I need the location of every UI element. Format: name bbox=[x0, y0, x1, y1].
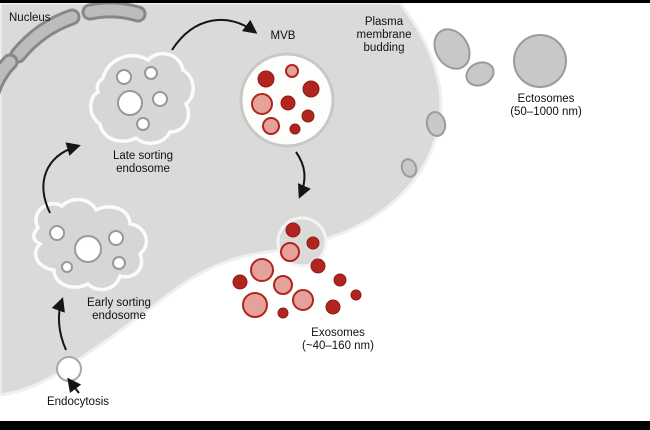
nucleus-label-text: Nucleus bbox=[9, 12, 51, 24]
intraluminal-vesicle bbox=[289, 123, 301, 135]
plasma-label-line1: Plasma bbox=[364, 16, 404, 28]
arrow-mvb-to-release-site bbox=[295, 151, 311, 199]
exosomes-label-line2: (~40–160 nm) bbox=[302, 340, 374, 352]
nuclear-envelope bbox=[0, 1, 147, 95]
late-sorting-endosome bbox=[89, 51, 195, 145]
endocytosis-label-text: Endocytosis bbox=[46, 396, 110, 408]
intraluminal-vesicle bbox=[257, 70, 275, 88]
exosome-vesicle bbox=[350, 289, 362, 301]
plasma-label-line3: budding bbox=[363, 42, 405, 54]
early-endosome-label-line2: endosome bbox=[92, 310, 146, 322]
endosome-vesicle bbox=[49, 225, 65, 241]
exosome-vesicle bbox=[273, 275, 293, 295]
endosome-vesicle bbox=[136, 117, 150, 131]
plasma-membrane-budding-label: Plasma membrane budding bbox=[357, 16, 412, 55]
early-sorting-endosome bbox=[32, 197, 149, 292]
ectosomes-label-line1: Ectosomes bbox=[517, 93, 575, 105]
flow-arrows bbox=[42, 18, 311, 394]
exosome-vesicle bbox=[333, 273, 347, 287]
intraluminal-vesicle bbox=[251, 93, 273, 115]
exosome-vesicle bbox=[292, 289, 314, 311]
arrow-early-to-late-endosome bbox=[42, 142, 81, 214]
exosome-vesicle bbox=[232, 274, 248, 290]
membrane-bud bbox=[425, 111, 447, 137]
bottom-frame-bar bbox=[0, 421, 650, 430]
cell-body bbox=[0, 1, 443, 397]
plasma-membrane-buds bbox=[400, 28, 495, 178]
exosome-cluster bbox=[232, 222, 362, 319]
mvb-label: MVB bbox=[271, 30, 296, 43]
intraluminal-vesicle bbox=[302, 80, 320, 98]
late-endosome-label-line2: endosome bbox=[116, 163, 170, 175]
late-endosome-label: Late sorting endosome bbox=[113, 150, 173, 176]
membrane-bud bbox=[465, 61, 495, 87]
exosome-vesicle bbox=[310, 258, 326, 274]
endosome-vesicle bbox=[61, 261, 73, 273]
exosome-vesicle bbox=[277, 307, 289, 319]
exosome-vesicle bbox=[325, 299, 341, 315]
ectosomes-label-line2: (50–1000 nm) bbox=[510, 106, 582, 118]
exosome-vesicle bbox=[242, 292, 268, 318]
intraluminal-vesicle bbox=[262, 117, 280, 135]
exosome-vesicle bbox=[280, 242, 300, 262]
membrane-bud bbox=[433, 28, 471, 70]
arrow-endocytosis-label-pointer bbox=[67, 377, 82, 394]
intraluminal-vesicle bbox=[285, 64, 299, 78]
arrow-late-endosome-to-mvb bbox=[171, 18, 258, 51]
mvb-label-text: MVB bbox=[270, 30, 296, 42]
endosome-vesicle bbox=[74, 235, 102, 263]
ectosomes-label: Ectosomes (50–1000 nm) bbox=[510, 93, 582, 119]
nucleus-label: Nucleus bbox=[9, 12, 51, 25]
plasma-label-line2: membrane bbox=[356, 29, 412, 41]
ectosome-vesicle bbox=[513, 34, 567, 88]
nuclear-envelope-segment bbox=[84, 4, 144, 20]
early-endosome-label: Early sorting endosome bbox=[87, 297, 151, 323]
top-frame-bar bbox=[0, 0, 650, 3]
endosome-vesicle bbox=[108, 230, 124, 246]
nuclear-envelope-segment bbox=[0, 56, 16, 87]
late-endosome-label-line1: Late sorting bbox=[112, 150, 174, 162]
exosome-vesicle bbox=[250, 258, 274, 282]
multivesicular-body bbox=[239, 52, 335, 148]
intraluminal-vesicle bbox=[280, 95, 296, 111]
endocytosis-label: Endocytosis bbox=[47, 396, 109, 409]
endosome-vesicle bbox=[144, 66, 158, 80]
endosome-vesicle bbox=[117, 90, 143, 116]
endosome-vesicle bbox=[116, 69, 132, 85]
exosomes-label: Exosomes (~40–160 nm) bbox=[302, 327, 374, 353]
membrane-bud bbox=[400, 158, 418, 178]
exosome-vesicle bbox=[306, 236, 320, 250]
early-endosome-label-line1: Early sorting bbox=[87, 297, 151, 309]
arrow-endocytosis-to-early-endosome bbox=[51, 297, 67, 351]
exosomes-label-line1: Exosomes bbox=[311, 327, 365, 339]
endosome-vesicle bbox=[112, 256, 126, 270]
intraluminal-vesicle bbox=[301, 109, 315, 123]
exosome-vesicle bbox=[285, 222, 301, 238]
endosome-vesicle bbox=[152, 91, 168, 107]
nuclear-envelope-segment bbox=[12, 11, 78, 61]
endocytosis-pit bbox=[56, 356, 82, 382]
